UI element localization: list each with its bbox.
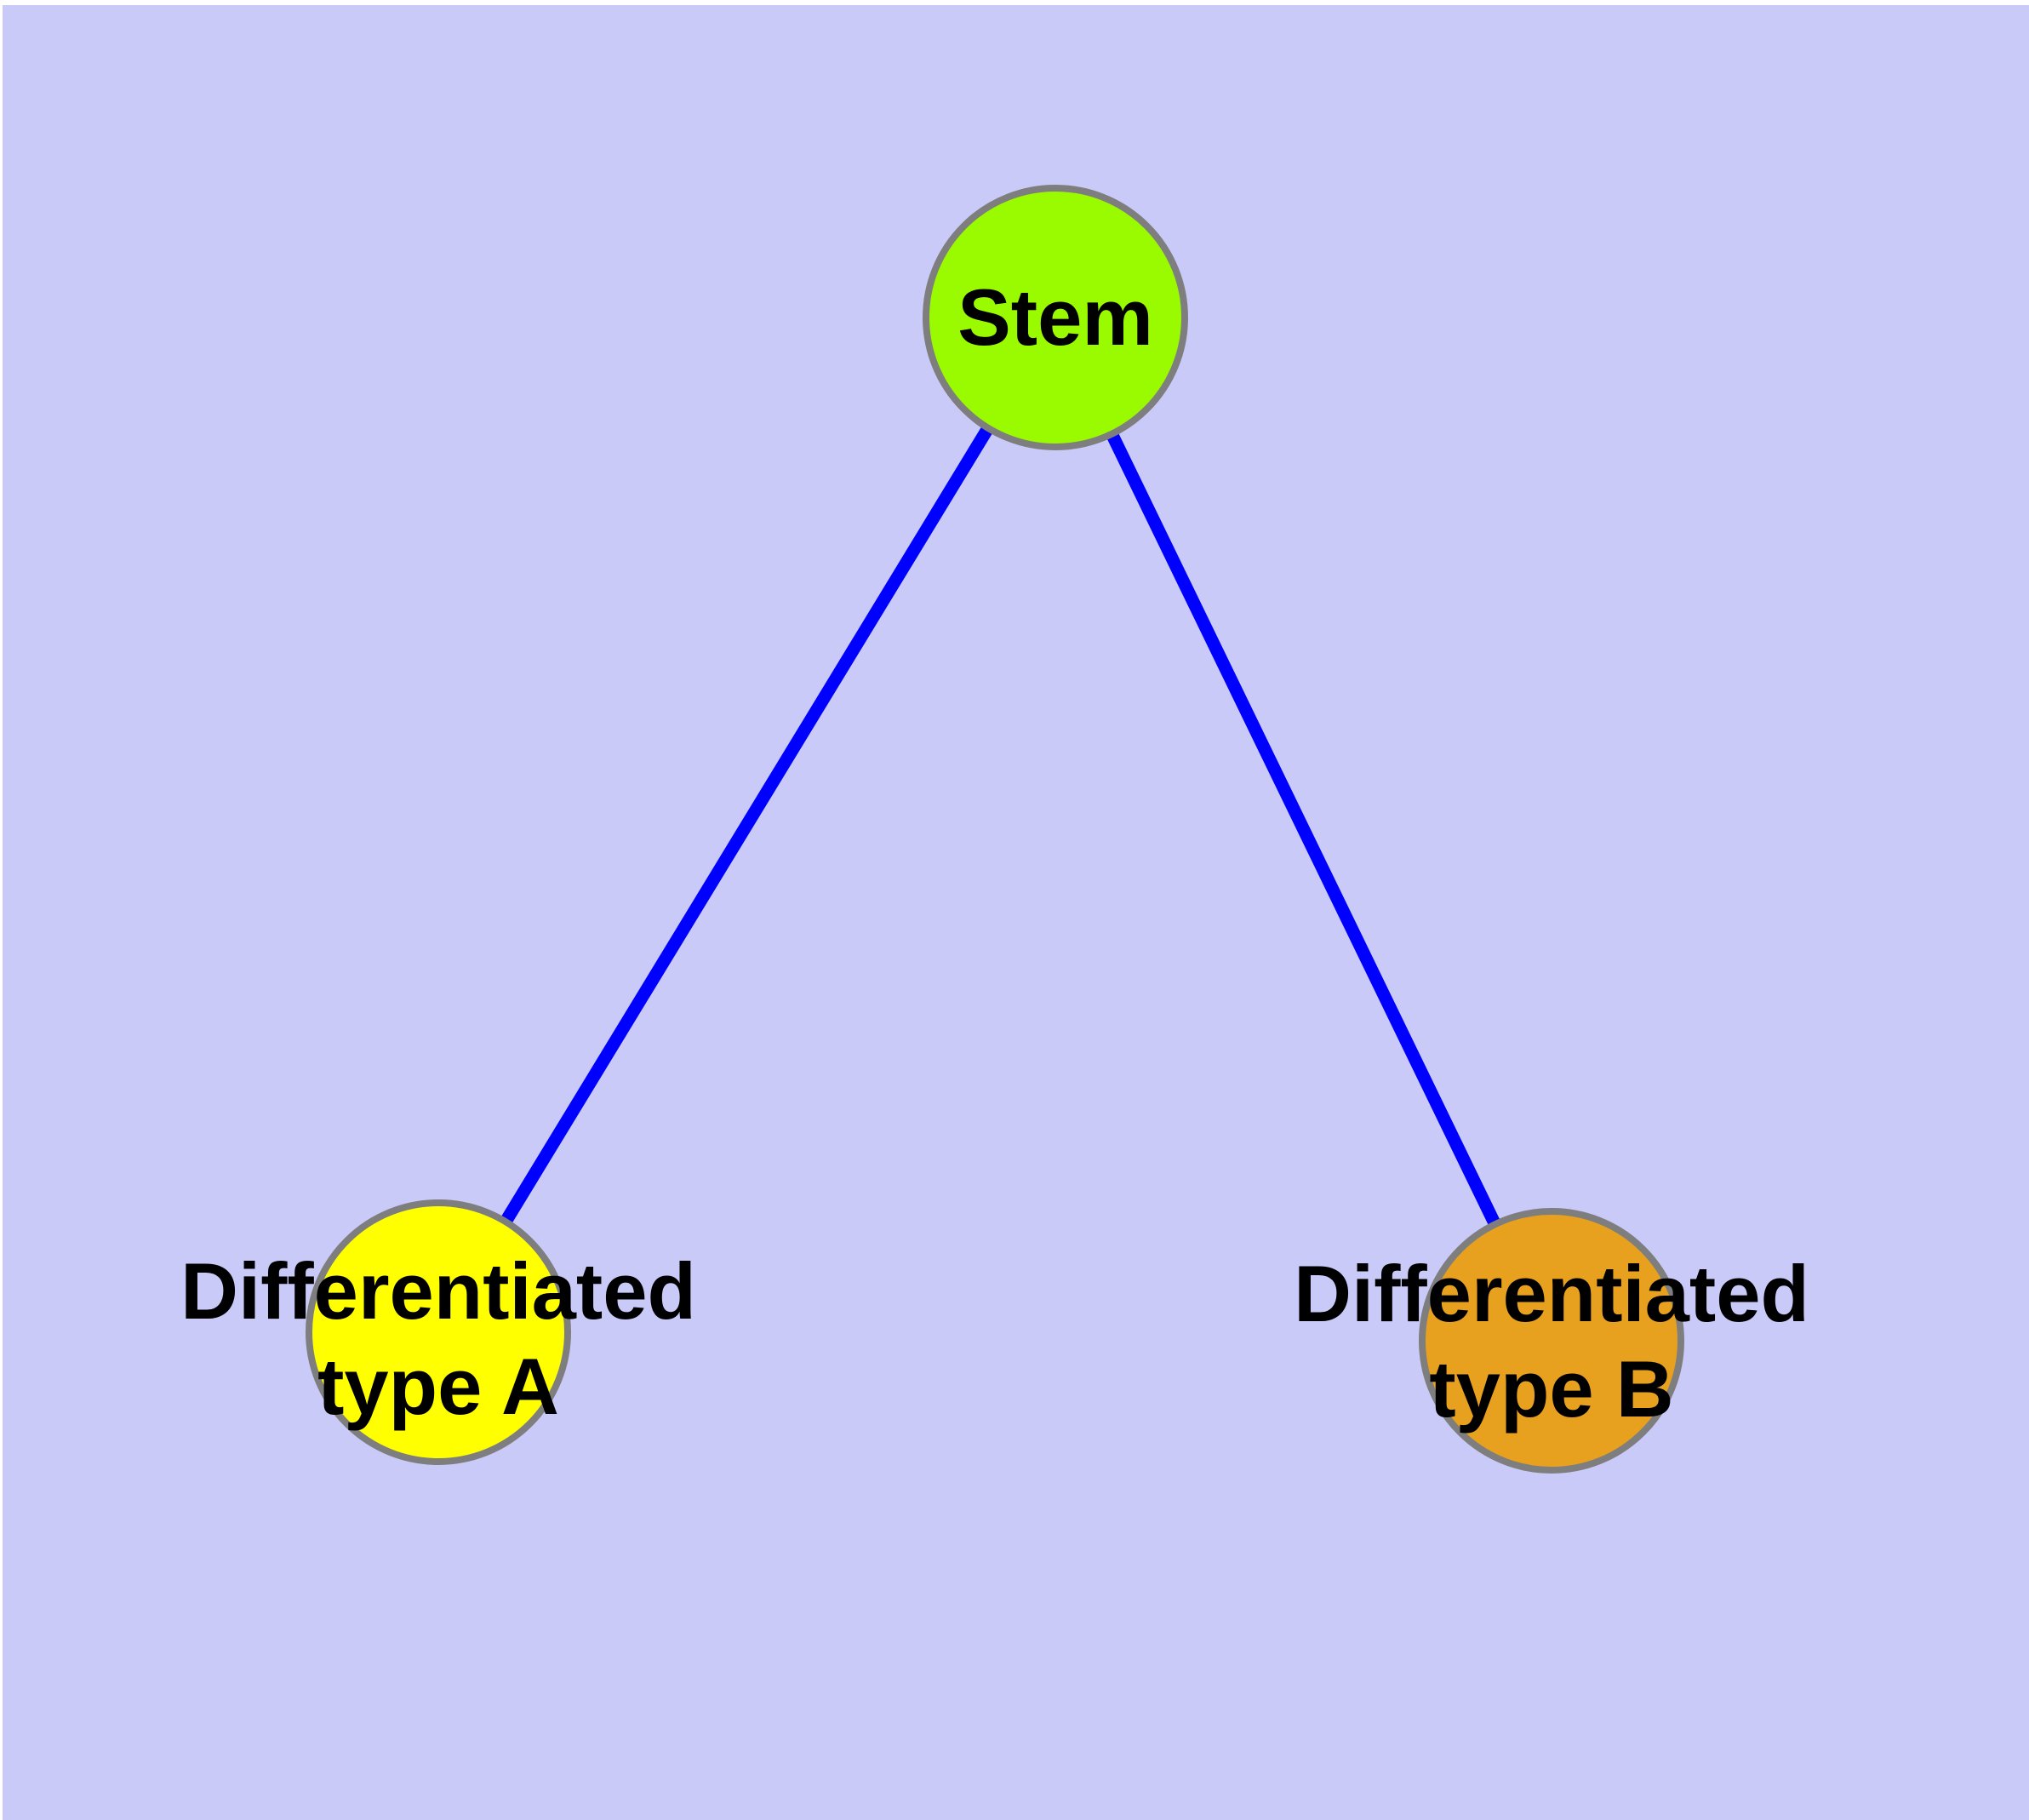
- node-stem-label-line1: Stem: [957, 272, 1153, 362]
- node-type-b-label-line1: Differentiated: [1294, 1249, 1809, 1338]
- edge-stem-to-type-a: [432, 314, 1061, 1336]
- node-type-a-label: Differentiated type A: [55, 1244, 821, 1434]
- node-type-b-circle: [1419, 1208, 1684, 1474]
- node-type-b-label-line2: type B: [1429, 1344, 1674, 1434]
- graph-svg: [3, 5, 2029, 1820]
- node-type-a-label-line1: Differentiated: [180, 1246, 696, 1336]
- edge-stem-to-type-b: [1049, 314, 1557, 1344]
- node-stem-label: Stem: [800, 270, 1311, 365]
- node-type-b-label: Differentiated type B: [1169, 1246, 1935, 1437]
- node-stem-circle: [923, 185, 1188, 450]
- node-type-a-label-line2: type A: [317, 1342, 559, 1431]
- node-type-a-circle: [306, 1199, 571, 1465]
